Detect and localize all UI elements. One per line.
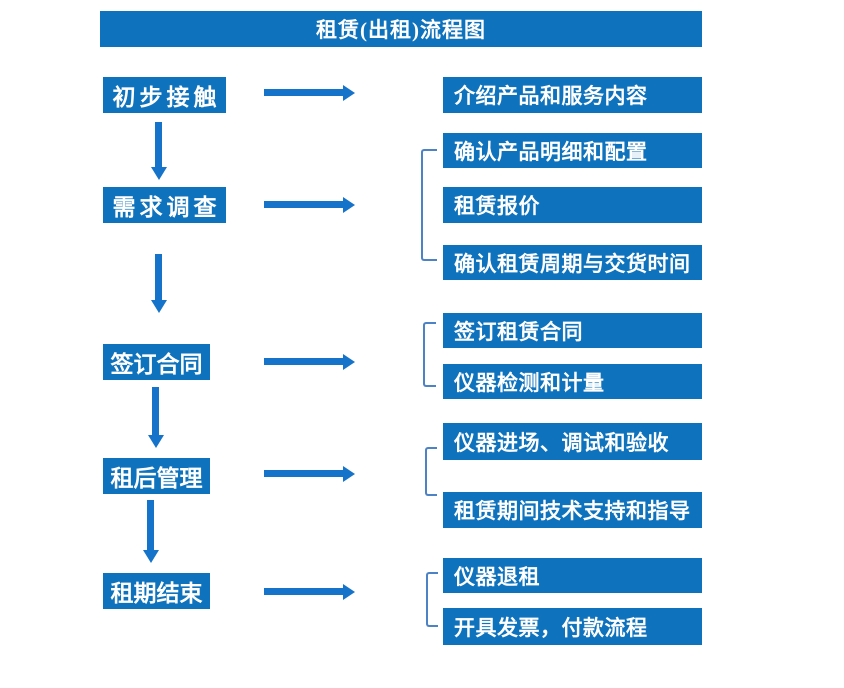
arrow-head: [343, 466, 355, 482]
step-box-sign-contract: 签订合同: [103, 344, 210, 380]
arrow-shaft: [155, 122, 162, 167]
arrow-head: [343, 354, 355, 370]
output-box-instrument-testing: 仪器检测和计量: [443, 364, 702, 399]
arrow-shaft: [147, 500, 154, 550]
output-box-tech-support: 租赁期间技术支持和指导: [443, 492, 702, 528]
arrow-head: [343, 85, 355, 101]
right-arrow-1: [264, 85, 355, 101]
step-box-demand-survey: 需求调查: [103, 187, 226, 223]
arrow-head: [343, 197, 355, 213]
flowchart-title: 租赁(出租)流程图: [100, 11, 702, 47]
arrow-shaft: [264, 201, 343, 208]
arrow-shaft: [264, 470, 343, 477]
arrow-shaft: [264, 588, 343, 595]
group-bracket-lease-end: [426, 572, 438, 627]
arrow-shaft: [264, 89, 343, 96]
output-box-instrument-return: 仪器退租: [443, 558, 702, 593]
output-box-confirm-product-details: 确认产品明细和配置: [443, 133, 702, 168]
right-arrow-4: [264, 466, 355, 482]
arrow-shaft: [264, 358, 343, 365]
group-bracket-sign-contract: [423, 322, 436, 387]
down-arrow-2: [151, 254, 167, 313]
arrow-head: [151, 300, 167, 313]
step-box-initial-contact: 初步接触: [103, 77, 226, 113]
arrow-head: [148, 435, 164, 448]
arrow-head: [143, 550, 159, 563]
output-box-introduce-products: 介绍产品和服务内容: [443, 77, 702, 113]
output-box-sign-rental-contract: 签订租赁合同: [443, 313, 702, 348]
group-bracket-demand-survey: [421, 149, 437, 261]
step-box-lease-end: 租期结束: [103, 573, 210, 609]
down-arrow-3: [148, 387, 164, 448]
down-arrow-4: [143, 500, 159, 563]
arrow-shaft: [155, 254, 162, 300]
step-box-post-rental-management: 租后管理: [103, 458, 210, 494]
output-box-instrument-setup-acceptance: 仪器进场、调试和验收: [443, 423, 702, 460]
right-arrow-5: [264, 584, 355, 600]
arrow-head: [343, 584, 355, 600]
right-arrow-2: [264, 197, 355, 213]
arrow-head: [151, 167, 167, 180]
output-box-invoice-payment: 开具发票，付款流程: [443, 608, 702, 645]
group-bracket-post-rental: [425, 447, 437, 496]
arrow-shaft: [152, 387, 159, 435]
output-box-rental-quote: 租赁报价: [443, 187, 702, 223]
right-arrow-3: [264, 354, 355, 370]
output-box-confirm-rental-period: 确认租赁周期与交货时间: [443, 245, 702, 280]
down-arrow-1: [151, 122, 167, 180]
